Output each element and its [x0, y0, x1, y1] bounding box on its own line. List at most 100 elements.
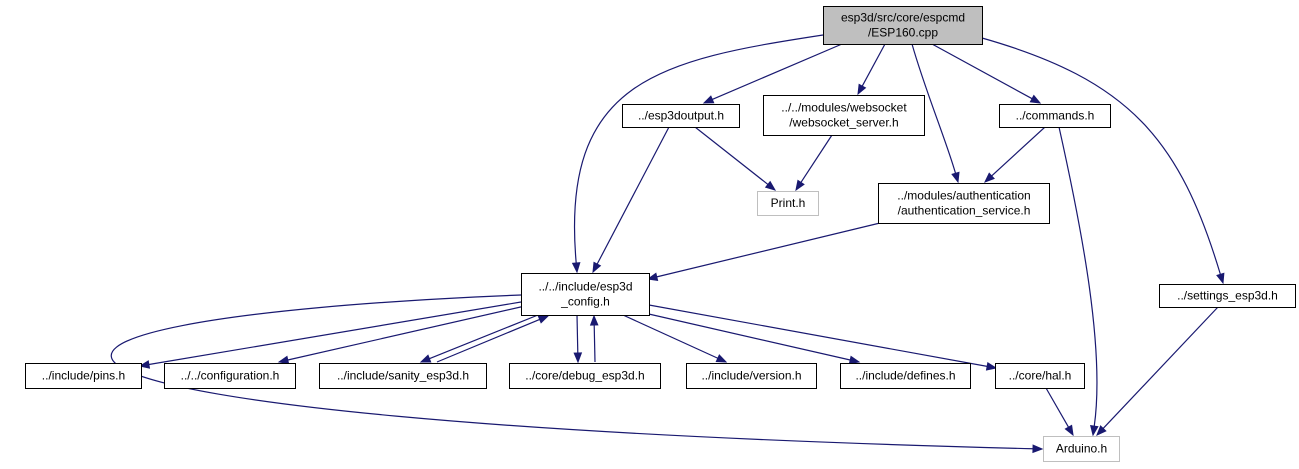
node-sanity-esp3d[interactable]: ../include/sanity_esp3d.h	[319, 363, 487, 389]
edge-esp3doutput-to-print	[694, 126, 777, 191]
edge-esp3d_config-to-hal	[648, 304, 998, 371]
edge-line	[596, 126, 670, 265]
node-label: ../core/debug_esp3d.h	[525, 369, 644, 383]
arrowhead-icon	[795, 179, 805, 192]
node-label: ../include/version.h	[701, 369, 801, 383]
arrowhead-icon	[537, 315, 550, 324]
arrowhead-icon	[1032, 444, 1044, 454]
node-box	[521, 273, 650, 316]
node-commands[interactable]: ../commands.h	[999, 104, 1111, 128]
node-label: ../../include/esp3d	[538, 280, 632, 294]
edge-line	[639, 311, 851, 361]
node-print[interactable]: Print.h	[757, 191, 819, 216]
nodes-layer: esp3d/src/core/espcmd/ESP160.cpp ../esp3d…	[25, 6, 1296, 462]
edge-line	[656, 222, 881, 278]
node-box	[823, 6, 983, 45]
edge-esp3d_config-to-defines	[639, 311, 861, 365]
node-box	[878, 183, 1050, 224]
node-label: ../include/sanity_esp3d.h	[337, 369, 469, 383]
node-hal[interactable]: ../core/hal.h	[995, 363, 1085, 389]
edge-line	[931, 43, 1033, 100]
arrowhead-icon	[1096, 425, 1107, 436]
arrowhead-icon	[1216, 272, 1225, 285]
arrowhead-icon	[702, 95, 715, 104]
arrowhead-icon	[646, 272, 659, 281]
edge-line	[991, 126, 1046, 177]
node-box	[164, 363, 296, 389]
edge-esp3d_config-to-debug_esp3d	[573, 314, 583, 364]
arrowhead-icon	[857, 83, 867, 96]
node-label: ../core/hal.h	[1009, 369, 1072, 383]
edge-esp3doutput-to-esp3d_config	[592, 126, 670, 274]
node-defines[interactable]: ../include/defines.h	[840, 363, 971, 389]
arrowhead-icon	[592, 261, 602, 274]
node-version[interactable]: ../include/version.h	[686, 363, 817, 389]
edge-commands-to-authentication_service	[984, 126, 1046, 183]
edge-root-to-commands	[931, 43, 1042, 104]
node-label: ../modules/authentication	[897, 189, 1030, 203]
edge-esp3d_config-to-sanity_esp3d	[419, 314, 539, 363]
edge-line	[593, 324, 596, 363]
arrowhead-icon	[277, 355, 290, 365]
arrowhead-icon	[764, 180, 777, 191]
arrowhead-icon	[1090, 424, 1099, 437]
node-debug-esp3d[interactable]: ../core/debug_esp3d.h	[509, 363, 661, 389]
arrowhead-icon	[985, 362, 998, 371]
edge-line	[861, 43, 886, 87]
node-label: ../esp3doutput.h	[638, 109, 724, 123]
node-box	[1043, 436, 1120, 462]
arrowhead-icon	[138, 360, 151, 369]
node-settings-esp3d[interactable]: ../settings_esp3d.h	[1159, 284, 1296, 308]
node-box	[763, 95, 925, 136]
arrowhead-icon	[589, 314, 599, 326]
arrowhead-icon	[1029, 94, 1042, 104]
node-websocket-server[interactable]: ../../modules/websocket/websocket_server…	[763, 95, 925, 136]
node-authentication-service[interactable]: ../modules/authentication/authentication…	[878, 183, 1050, 224]
node-box	[509, 363, 661, 389]
edge-esp3d_config-to-configuration	[277, 305, 526, 365]
edge-authentication_service-to-esp3d_config	[646, 222, 881, 281]
arrowhead-icon	[1064, 424, 1074, 437]
node-box	[757, 191, 819, 216]
node-label: esp3d/src/core/espcmd	[841, 11, 965, 25]
edge-websocket_server-to-print	[795, 134, 833, 192]
node-box	[999, 104, 1111, 128]
edge-root-to-settings_esp3d	[981, 37, 1225, 285]
edges-layer	[110, 34, 1225, 454]
node-box	[25, 363, 142, 389]
node-label: /ESP160.cpp	[868, 26, 938, 40]
node-label: ../../modules/websocket	[781, 101, 907, 115]
edge-line	[712, 43, 843, 101]
node-box	[622, 104, 740, 128]
node-label: ../settings_esp3d.h	[1177, 289, 1278, 303]
arrowhead-icon	[571, 262, 581, 274]
arrowhead-icon	[951, 171, 960, 184]
node-label: Arduino.h	[1056, 442, 1107, 456]
edge-line	[1102, 306, 1219, 429]
arrowhead-icon	[848, 355, 861, 365]
edge-line	[1058, 126, 1098, 427]
node-esp3doutput[interactable]: ../esp3doutput.h	[622, 104, 740, 128]
node-label: ../../configuration.h	[181, 369, 280, 383]
node-label: /websocket_server.h	[789, 116, 898, 130]
edge-root-to-esp3doutput	[702, 43, 843, 104]
node-label: Print.h	[771, 196, 806, 210]
node-root[interactable]: esp3d/src/core/espcmd/ESP160.cpp	[823, 6, 983, 45]
node-box	[319, 363, 487, 389]
node-configuration[interactable]: ../../configuration.h	[164, 363, 296, 389]
edge-sanity_esp3d-to-esp3d_config	[436, 315, 550, 363]
edge-line	[911, 43, 957, 174]
edge-esp3d_config-to-pins	[138, 301, 522, 369]
edge-line	[622, 314, 719, 359]
node-arduino[interactable]: Arduino.h	[1043, 436, 1120, 462]
node-box	[840, 363, 971, 389]
node-pins[interactable]: ../include/pins.h	[25, 363, 142, 389]
arrowhead-icon	[715, 354, 728, 363]
edge-line	[287, 305, 526, 361]
edge-line	[694, 126, 769, 185]
node-esp3d-config[interactable]: ../../include/esp3d_config.h	[521, 273, 650, 316]
node-label: ../commands.h	[1016, 109, 1095, 123]
node-box	[995, 363, 1085, 389]
edge-root-to-esp3d_config	[571, 34, 824, 274]
